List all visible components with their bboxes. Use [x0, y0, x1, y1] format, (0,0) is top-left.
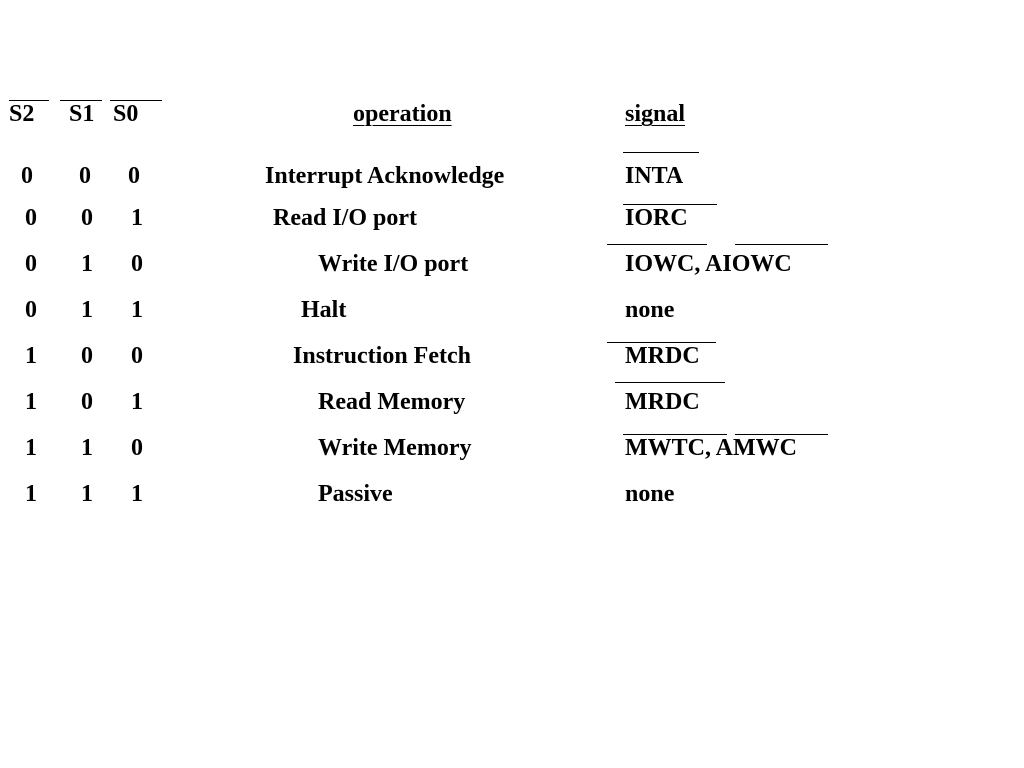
s0-overbar [110, 100, 162, 101]
row-6-s0: 1 [131, 389, 143, 415]
row-1-s0: 0 [128, 163, 140, 189]
row-7-operation: Write Memory [318, 435, 472, 461]
row-8-s1: 1 [81, 481, 93, 507]
row-7-s2: 1 [25, 435, 37, 461]
row-3-operation: Write I/O port [318, 251, 469, 277]
row-4-operation: Halt [301, 297, 347, 323]
row-1-operation: Interrupt Acknowledge [265, 163, 505, 189]
row-5-s0: 0 [131, 343, 143, 369]
row-7-signal: MWTC, AMWC [625, 435, 797, 461]
row-5-s2: 1 [25, 343, 37, 369]
row-8-signal: none [625, 481, 675, 507]
row-3-s1: 1 [81, 251, 93, 277]
row-7-s1: 1 [81, 435, 93, 461]
row-3-s2: 0 [25, 251, 37, 277]
header-signal: signal [625, 101, 686, 127]
row-6-s1: 0 [81, 389, 93, 415]
row-1-signal-overbar [623, 152, 699, 153]
row-1-signal: INTA [625, 163, 684, 189]
header-s1: S1 [69, 101, 95, 127]
row-2-s2: 0 [25, 205, 37, 231]
row-3-signal-overbar-2 [735, 244, 828, 245]
row-2-signal-overbar [623, 204, 717, 205]
row-8-operation: Passive [318, 481, 393, 507]
row-8-s0: 1 [131, 481, 143, 507]
row-5-signal-overbar [607, 342, 716, 343]
row-5-operation: Instruction Fetch [293, 343, 471, 369]
row-3-signal-overbar-1 [607, 244, 707, 245]
row-5-s1: 0 [81, 343, 93, 369]
row-1-s1: 0 [79, 163, 91, 189]
row-3-s0: 0 [131, 251, 143, 277]
s2-overbar [9, 100, 49, 101]
row-4-s0: 1 [131, 297, 143, 323]
row-4-s1: 1 [81, 297, 93, 323]
row-2-signal: IORC [625, 205, 688, 231]
row-5-signal: MRDC [625, 343, 700, 369]
row-3-signal: IOWC, AIOWC [625, 251, 792, 277]
row-2-s0: 1 [131, 205, 143, 231]
row-7-signal-overbar-2 [735, 434, 828, 435]
header-operation: operation [353, 101, 452, 127]
row-6-operation: Read Memory [318, 389, 466, 415]
row-6-s2: 1 [25, 389, 37, 415]
row-8-s2: 1 [25, 481, 37, 507]
header-s0: S0 [113, 101, 139, 127]
row-2-operation: Read I/O port [273, 205, 417, 231]
row-7-signal-overbar-1 [623, 434, 727, 435]
row-1-s2: 0 [21, 163, 33, 189]
row-7-s0: 0 [131, 435, 143, 461]
header-s2: S2 [9, 101, 35, 127]
row-6-signal-overbar [615, 382, 725, 383]
row-4-signal: none [625, 297, 675, 323]
s1-overbar [60, 100, 102, 101]
row-6-signal: MRDC [625, 389, 700, 415]
row-4-s2: 0 [25, 297, 37, 323]
row-2-s1: 0 [81, 205, 93, 231]
